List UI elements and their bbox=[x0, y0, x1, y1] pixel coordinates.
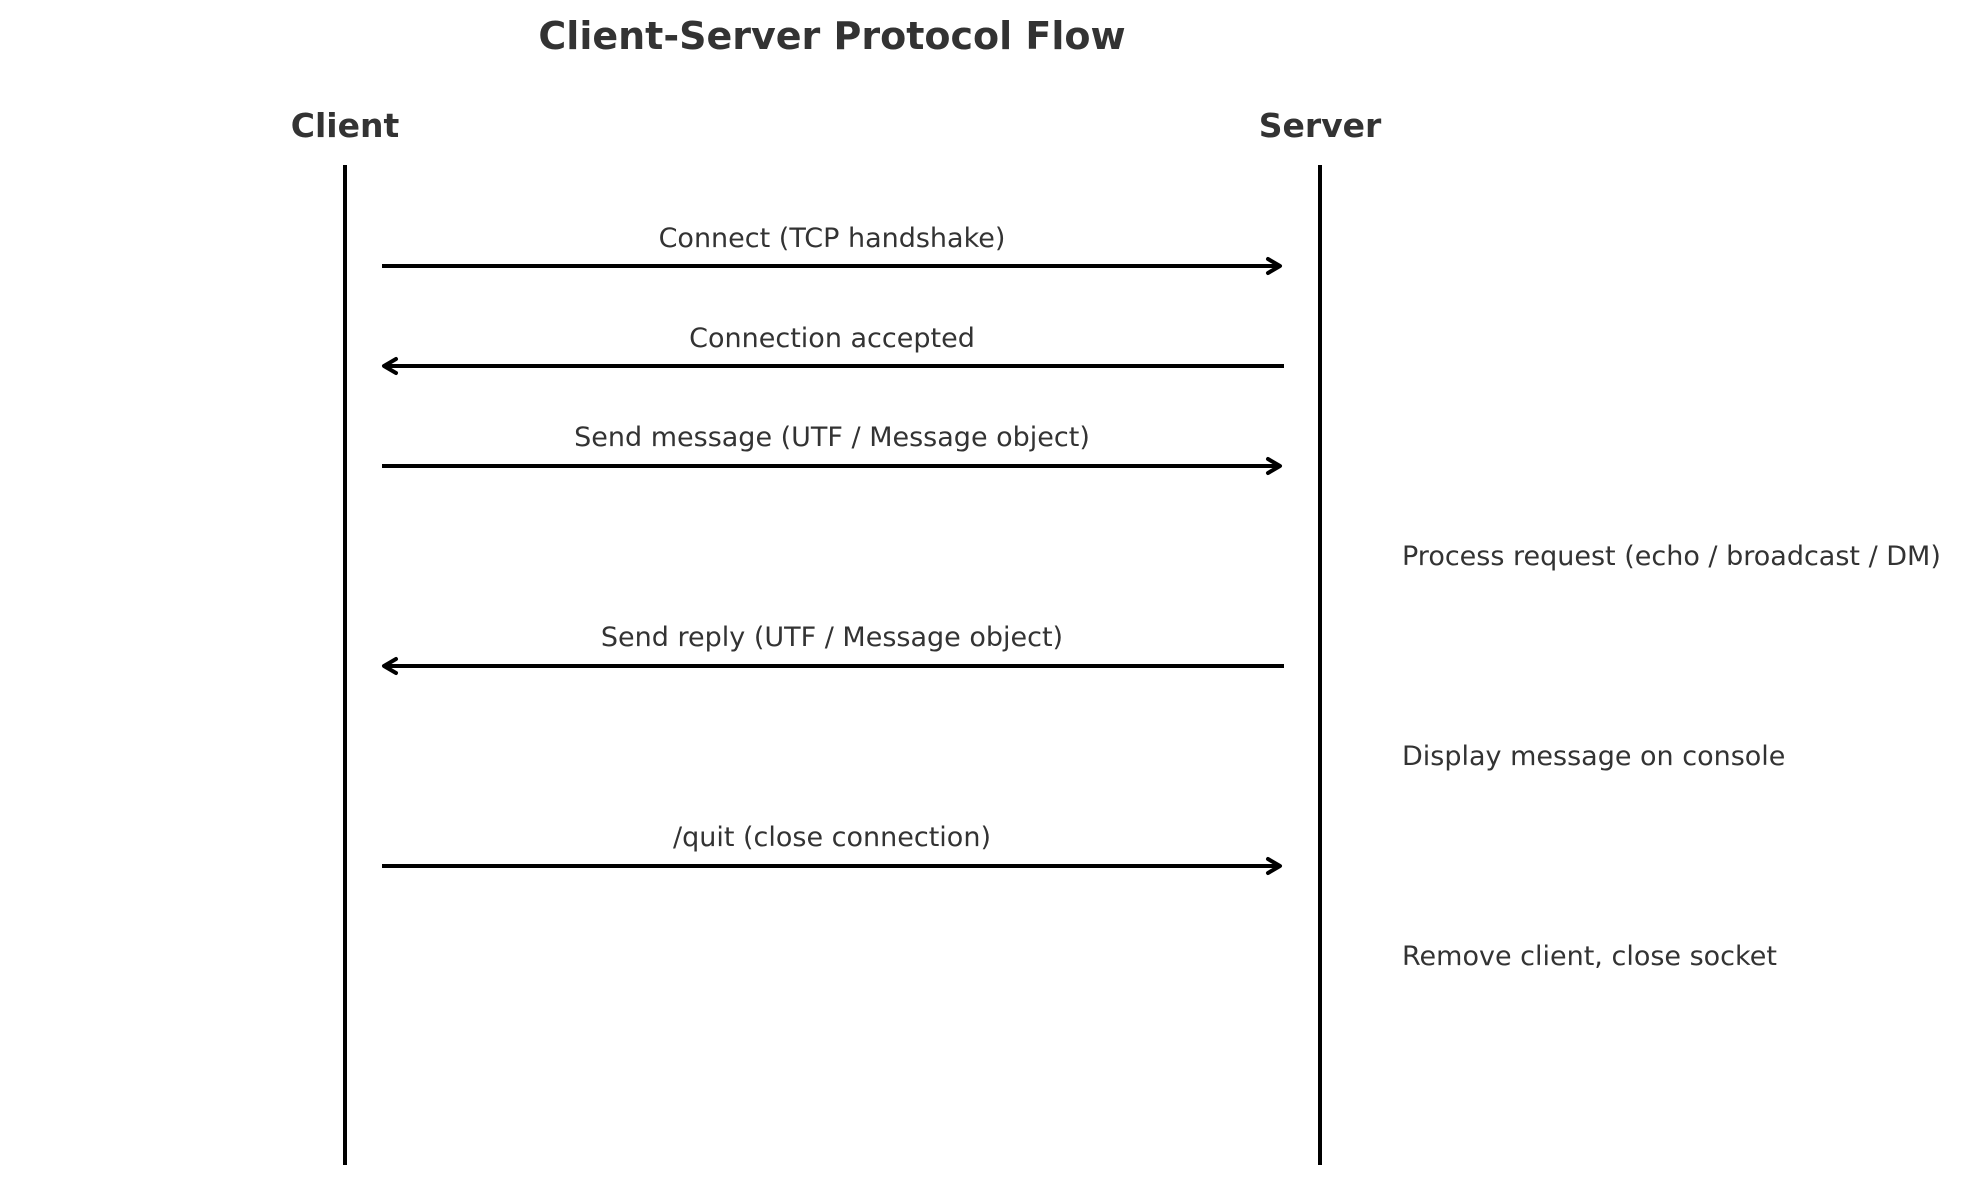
message-arrow-send-message: Send message (UTF / Message object) bbox=[382, 422, 1282, 475]
message-arrow-accepted: Connection accepted bbox=[382, 323, 1284, 375]
message-label-send-reply: Send reply (UTF / Message object) bbox=[601, 622, 1063, 653]
message-arrow-send-reply: Send reply (UTF / Message object) bbox=[382, 622, 1284, 675]
message-label-quit: /quit (close connection) bbox=[673, 822, 991, 853]
arrow-left-head bbox=[382, 657, 398, 675]
arrow-right-head bbox=[1266, 457, 1282, 475]
client-actor-label: Client bbox=[291, 106, 400, 145]
note-process-request: Process request (echo / broadcast / DM) bbox=[1402, 541, 1941, 572]
server-actor-label: Server bbox=[1259, 106, 1382, 145]
message-label-accepted: Connection accepted bbox=[689, 323, 975, 354]
message-label-connect: Connect (TCP handshake) bbox=[659, 223, 1006, 254]
diagram-title: Client-Server Protocol Flow bbox=[538, 14, 1125, 58]
note-display-message: Display message on console bbox=[1402, 741, 1785, 772]
message-arrow-connect: Connect (TCP handshake) bbox=[382, 223, 1282, 275]
arrow-left-head bbox=[382, 357, 398, 375]
arrow-right-head bbox=[1266, 257, 1282, 275]
note-remove-client: Remove client, close socket bbox=[1402, 941, 1777, 972]
arrow-right-head bbox=[1266, 857, 1282, 875]
message-arrow-quit: /quit (close connection) bbox=[382, 822, 1282, 875]
message-label-send-message: Send message (UTF / Message object) bbox=[574, 422, 1090, 453]
